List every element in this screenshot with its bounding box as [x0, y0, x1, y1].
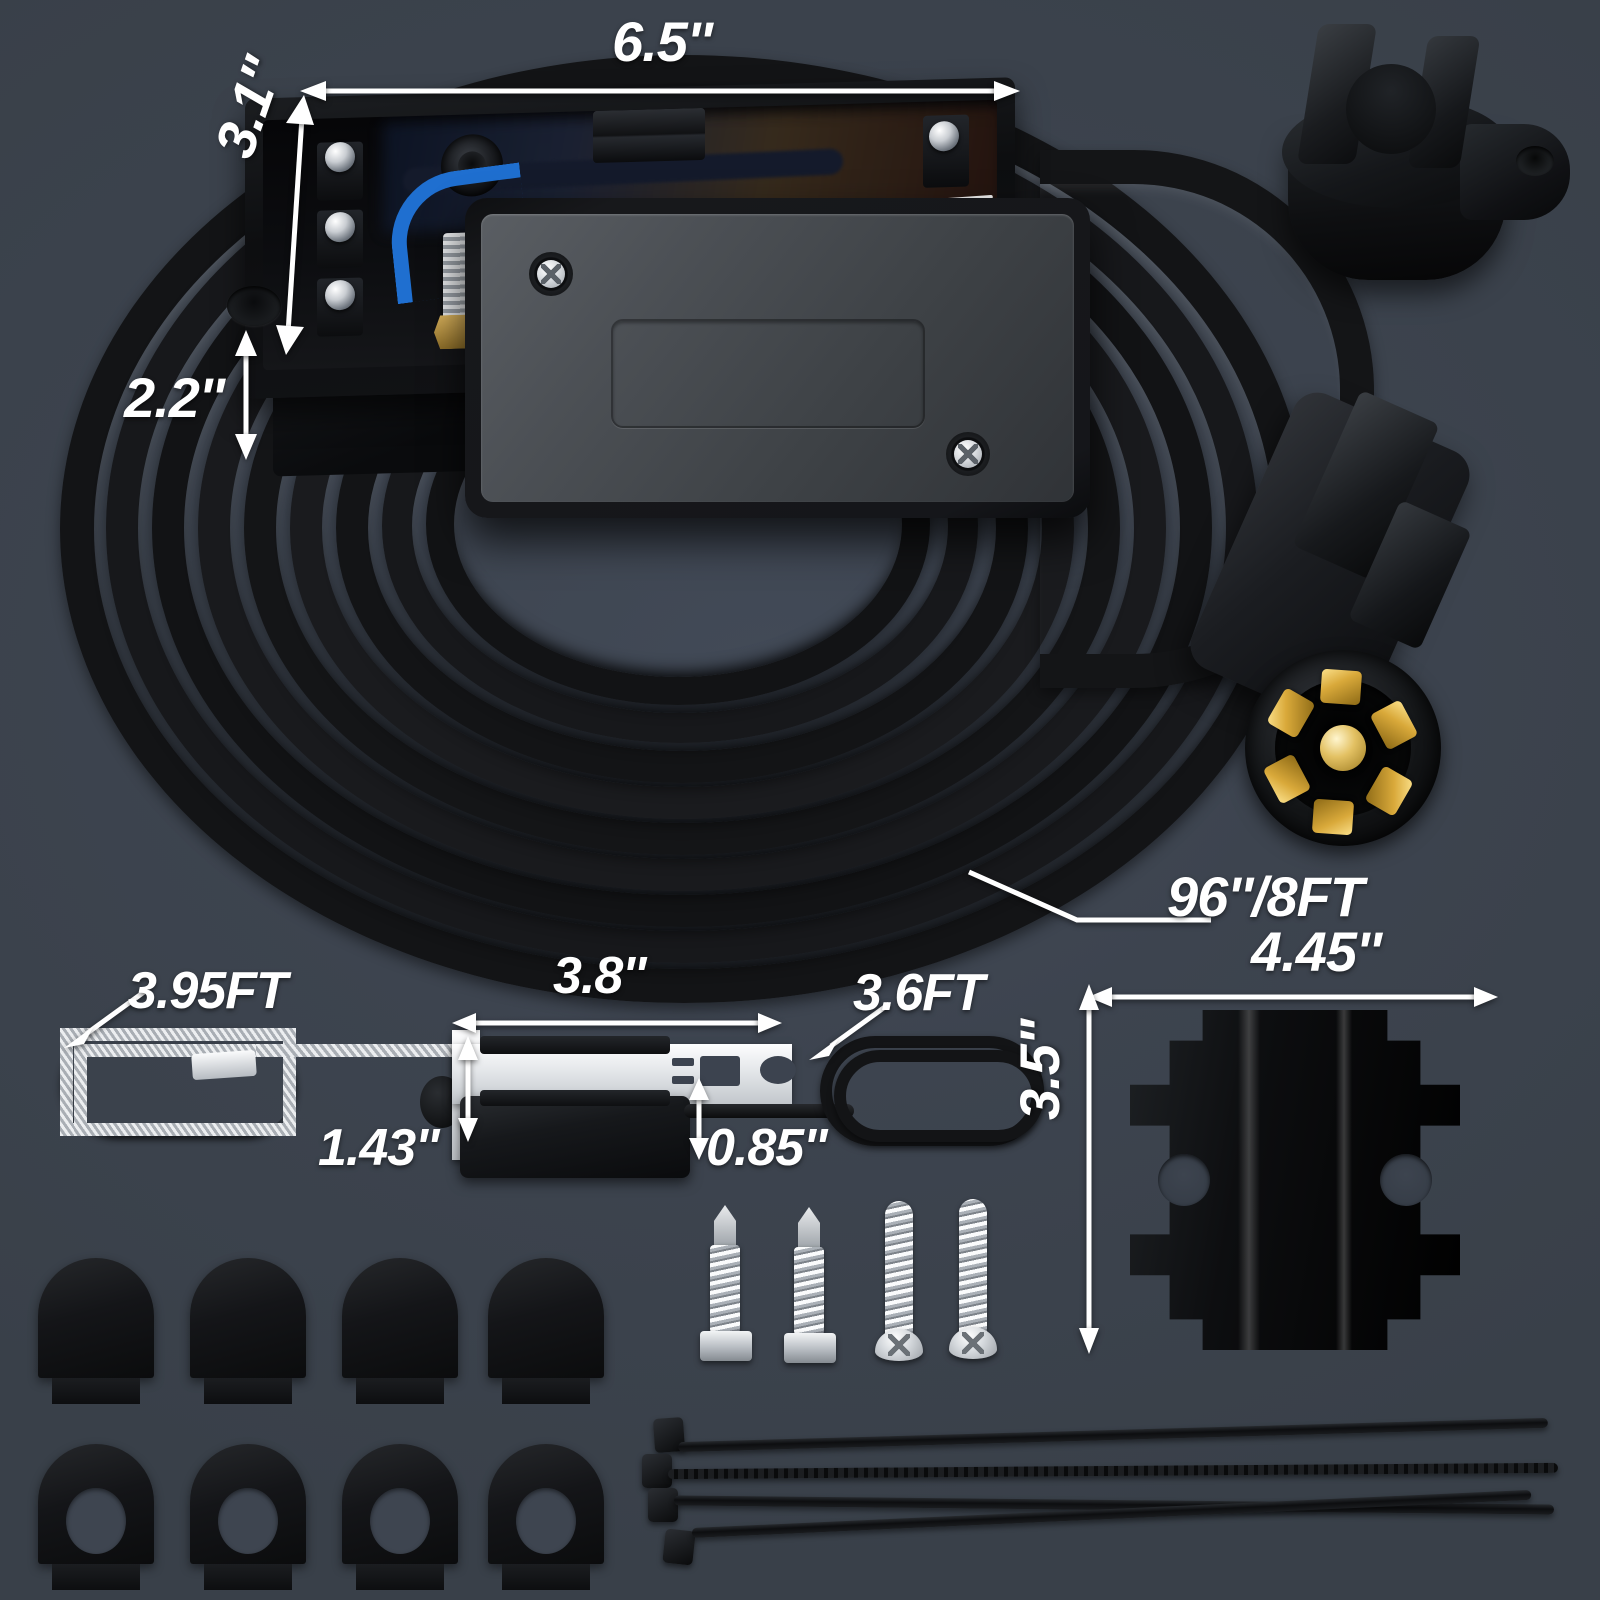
- pull-pin-ferrule: [191, 1049, 257, 1081]
- dim-label-power-lead: 3.6FT: [853, 964, 985, 1022]
- cap-tab: [52, 1564, 140, 1590]
- lid-hinge: [593, 107, 705, 164]
- screw-drill-tip: [798, 1207, 820, 1251]
- screw-shank: [959, 1199, 987, 1335]
- breakaway-switch-top-rib-2: [480, 1090, 670, 1106]
- rubber-cap-ring: [190, 1444, 306, 1590]
- plug-pin-center: [1320, 725, 1366, 771]
- breakaway-switch-body: [460, 1096, 690, 1178]
- self-drilling-screw: [782, 1207, 838, 1367]
- breakaway-bracket-hole: [760, 1056, 796, 1084]
- cap-tab: [502, 1378, 590, 1404]
- cover-plate-hole-right: [1380, 1154, 1432, 1206]
- dim-label-cable-length: 96''/8FT: [1167, 865, 1364, 928]
- screw-hex-head: [784, 1333, 836, 1363]
- connector-cover-plate: [1130, 1010, 1460, 1350]
- screw-shank: [710, 1245, 740, 1333]
- tie-head: [662, 1528, 696, 1566]
- dim-label-box-depth: 2.2'': [124, 366, 224, 429]
- self-drilling-screw: [698, 1205, 754, 1365]
- pan-head-screw: [872, 1201, 928, 1369]
- cap-tab: [204, 1564, 292, 1590]
- cap-tab: [204, 1378, 292, 1404]
- dim-arrow-cover-height: [1079, 984, 1099, 1354]
- cable-tie: [667, 1462, 1559, 1480]
- dim-label-box-width: 6.5'': [612, 10, 712, 73]
- rubber-cap-solid: [342, 1258, 458, 1404]
- cap-tab: [52, 1378, 140, 1404]
- mounting-ear-hole: [227, 286, 281, 326]
- cover-plate-ridge: [1238, 1010, 1260, 1350]
- cover-face: [481, 214, 1074, 502]
- plug-pin-1: [1319, 668, 1363, 706]
- dust-cap: [1250, 18, 1570, 328]
- 7-pin-plug: [1182, 384, 1575, 870]
- dim-label-pin-cable: 3.95FT: [128, 962, 288, 1020]
- breakaway-bracket-slot-3: [672, 1076, 694, 1084]
- screw-drill-tip: [714, 1205, 736, 1249]
- breakaway-switch-assembly: [60, 1000, 1070, 1180]
- tie-head: [642, 1454, 672, 1488]
- dim-label-breakaway-body: 0.85'': [706, 1119, 827, 1177]
- screw-shank: [794, 1247, 824, 1335]
- pan-head-screw: [946, 1199, 1002, 1367]
- rubber-cap-ring: [342, 1444, 458, 1590]
- power-lead-run: [684, 1104, 854, 1118]
- dust-cap-tab-hole: [1516, 146, 1554, 176]
- breakaway-bracket-slot-2: [672, 1058, 694, 1066]
- cover-plate-hole-left: [1158, 1154, 1210, 1206]
- cover-plate-ridge: [1336, 1010, 1352, 1350]
- cap-tab: [356, 1378, 444, 1404]
- screws-group: [690, 1199, 1010, 1385]
- dim-label-cover-height: 3.5'': [1008, 1020, 1071, 1120]
- plug-contact-face: [1245, 650, 1441, 846]
- rubber-cap-solid: [488, 1258, 604, 1404]
- screw-shank: [885, 1201, 913, 1337]
- rubber-cap-solid: [190, 1258, 306, 1404]
- junction-box: [227, 77, 1090, 518]
- cap-tab: [356, 1564, 444, 1590]
- screw-pan-head: [949, 1327, 997, 1359]
- dim-arrow-cover-width: [1088, 987, 1498, 1007]
- cover-screw-top-left[interactable]: [529, 252, 573, 296]
- cap-tab: [502, 1564, 590, 1590]
- dust-cap-tab: [1460, 124, 1570, 220]
- plug-pin-4: [1311, 798, 1355, 836]
- screw-hex-head: [700, 1331, 752, 1361]
- dim-label-breakaway-height: 1.43'': [318, 1119, 439, 1177]
- rubber-caps-group: [38, 1258, 604, 1590]
- rubber-cap-solid: [38, 1258, 154, 1404]
- rubber-cap-ring: [488, 1444, 604, 1590]
- rubber-cap-ring: [38, 1444, 154, 1590]
- breakaway-bracket-slot: [700, 1056, 740, 1086]
- breakaway-switch-top-rib: [480, 1036, 670, 1054]
- dust-cap-saddle: [1346, 64, 1436, 154]
- cable-tie: [678, 1417, 1548, 1453]
- cover-screw-bottom-right[interactable]: [946, 432, 990, 476]
- cable-ties-group: [640, 1410, 1570, 1580]
- cover-recess-panel: [611, 319, 925, 428]
- dim-label-cover-width: 4.45'': [1251, 920, 1382, 983]
- tie-head: [648, 1488, 678, 1522]
- screw-pan-head: [875, 1329, 923, 1361]
- power-lead-loop: [834, 1050, 1044, 1142]
- dim-label-breakaway-width: 3.8'': [553, 947, 646, 1005]
- junction-box-cover[interactable]: [465, 198, 1090, 518]
